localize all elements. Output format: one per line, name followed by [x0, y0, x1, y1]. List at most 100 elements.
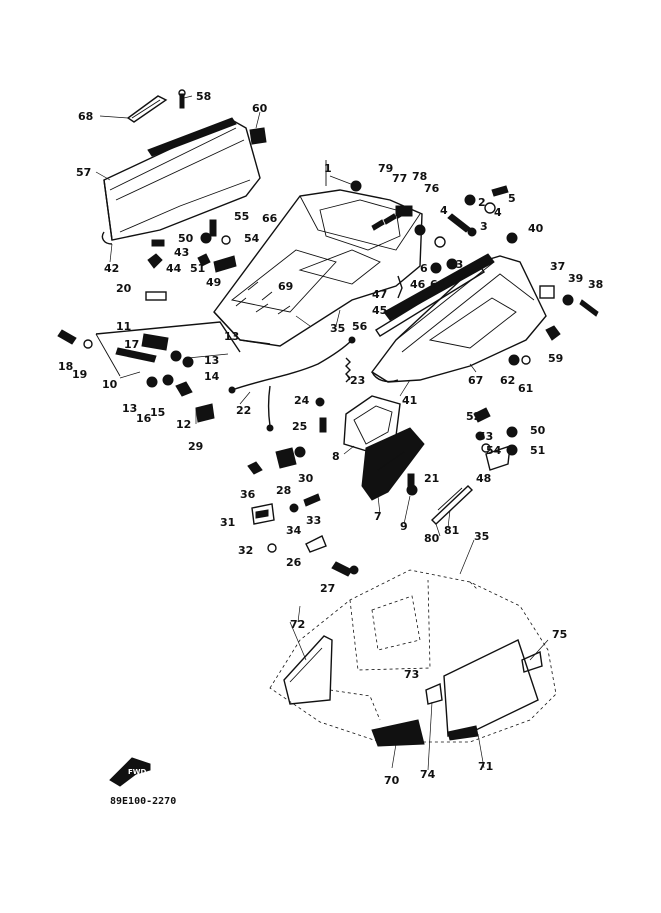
catalog-code: 89E100-2270 [110, 796, 176, 807]
part-26-36-small-parts [247, 446, 359, 577]
label-8: 8 [332, 450, 340, 463]
label-14: 14 [204, 370, 220, 383]
label-72: 72 [290, 618, 305, 631]
part-61-62-grommets [508, 354, 531, 366]
label-73: 73 [404, 668, 419, 681]
part-37-38-39-clips [539, 285, 599, 341]
part-80-81-cable [430, 485, 474, 525]
label-21: 21 [424, 472, 439, 485]
label-19: 19 [72, 368, 87, 381]
leader-lines [95, 95, 549, 771]
label-53: 53 [478, 430, 493, 443]
svg-text:FWD: FWD [128, 768, 147, 776]
label-12: 12 [176, 418, 191, 431]
label-61: 61 [518, 382, 533, 395]
label-52: 52 [466, 410, 481, 423]
part-labels: 68 58 60 57 1 79 77 78 76 2 5 4 4 3 40 5… [58, 90, 603, 787]
label-10: 10 [102, 378, 118, 391]
label-2: 2 [478, 196, 486, 209]
label-78: 78 [412, 170, 427, 183]
label-43: 43 [174, 246, 189, 259]
label-42: 42 [104, 262, 119, 275]
label-28: 28 [276, 484, 291, 497]
label-45: 45 [372, 304, 387, 317]
label-50a: 50 [178, 232, 194, 245]
part-45-seal-strip [375, 265, 485, 337]
label-4b: 4 [494, 206, 502, 219]
label-62: 62 [500, 374, 515, 387]
label-50b: 50 [530, 424, 546, 437]
part-70-trim [371, 719, 425, 747]
label-39: 39 [568, 272, 583, 285]
part-71-side-panel [443, 639, 539, 741]
part-23-spring [345, 357, 351, 383]
part-75-badge [521, 650, 543, 673]
fwd-arrow-icon: FWD [109, 757, 151, 787]
part-fasteners-top-right [350, 180, 518, 299]
label-26: 26 [286, 556, 302, 569]
label-49: 49 [206, 276, 221, 289]
part-60-bracket [249, 127, 267, 145]
label-7: 7 [374, 510, 382, 523]
label-13c: 13 [122, 402, 137, 415]
label-20: 20 [116, 282, 132, 295]
part-72-side-panel [283, 635, 333, 705]
part-20-plate [145, 291, 167, 301]
label-37: 37 [550, 260, 565, 273]
part-1-upper-hood [213, 160, 423, 347]
label-66: 66 [262, 212, 278, 225]
part-10-19-hinge-group [57, 321, 241, 423]
label-23: 23 [350, 374, 365, 387]
part-24-25-bolts [315, 397, 327, 433]
label-48: 48 [476, 472, 491, 485]
label-74: 74 [420, 768, 436, 781]
part-41-side-cover [370, 253, 547, 383]
label-79: 79 [378, 162, 393, 175]
label-35b: 35 [474, 530, 489, 543]
part-57-side-rail [101, 117, 261, 245]
label-55: 55 [234, 210, 249, 223]
label-75: 75 [552, 628, 567, 641]
label-60: 60 [252, 102, 268, 115]
label-47: 47 [372, 288, 387, 301]
part-22-wire-harness [228, 336, 356, 432]
label-67: 67 [468, 374, 483, 387]
part-48-54-bracket [473, 407, 518, 471]
label-33: 33 [306, 514, 321, 527]
label-58: 58 [196, 90, 211, 103]
label-35a: 35 [330, 322, 345, 335]
label-36: 36 [240, 488, 256, 501]
part-58-screw [178, 89, 186, 109]
label-1: 1 [324, 162, 332, 175]
label-69: 69 [278, 280, 293, 293]
label-63: 63 [448, 258, 463, 271]
label-24: 24 [294, 394, 310, 407]
label-5: 5 [508, 192, 516, 205]
label-56: 56 [352, 320, 368, 333]
label-22: 22 [236, 404, 251, 417]
part-43-55-fasteners-left [147, 219, 237, 273]
label-54a: 54 [244, 232, 260, 245]
label-70: 70 [384, 774, 400, 787]
label-54b: 54 [486, 444, 502, 457]
label-51a: 51 [190, 262, 205, 275]
label-6: 6 [420, 262, 428, 275]
label-16: 16 [136, 412, 152, 425]
part-7-8-lock-assembly [343, 395, 425, 501]
label-44: 44 [166, 262, 182, 275]
label-29: 29 [188, 440, 203, 453]
label-76: 76 [424, 182, 440, 195]
part-35-lower-cowl [269, 569, 557, 743]
label-46: 46 [410, 278, 426, 291]
label-81: 81 [444, 524, 459, 537]
label-34: 34 [286, 524, 302, 537]
label-59: 59 [548, 352, 563, 365]
label-64: 64 [430, 278, 446, 291]
label-68: 68 [78, 110, 93, 123]
label-31: 31 [220, 516, 235, 529]
label-3: 3 [480, 220, 488, 233]
label-9: 9 [400, 520, 408, 533]
label-30: 30 [298, 472, 314, 485]
label-38: 38 [588, 278, 603, 291]
